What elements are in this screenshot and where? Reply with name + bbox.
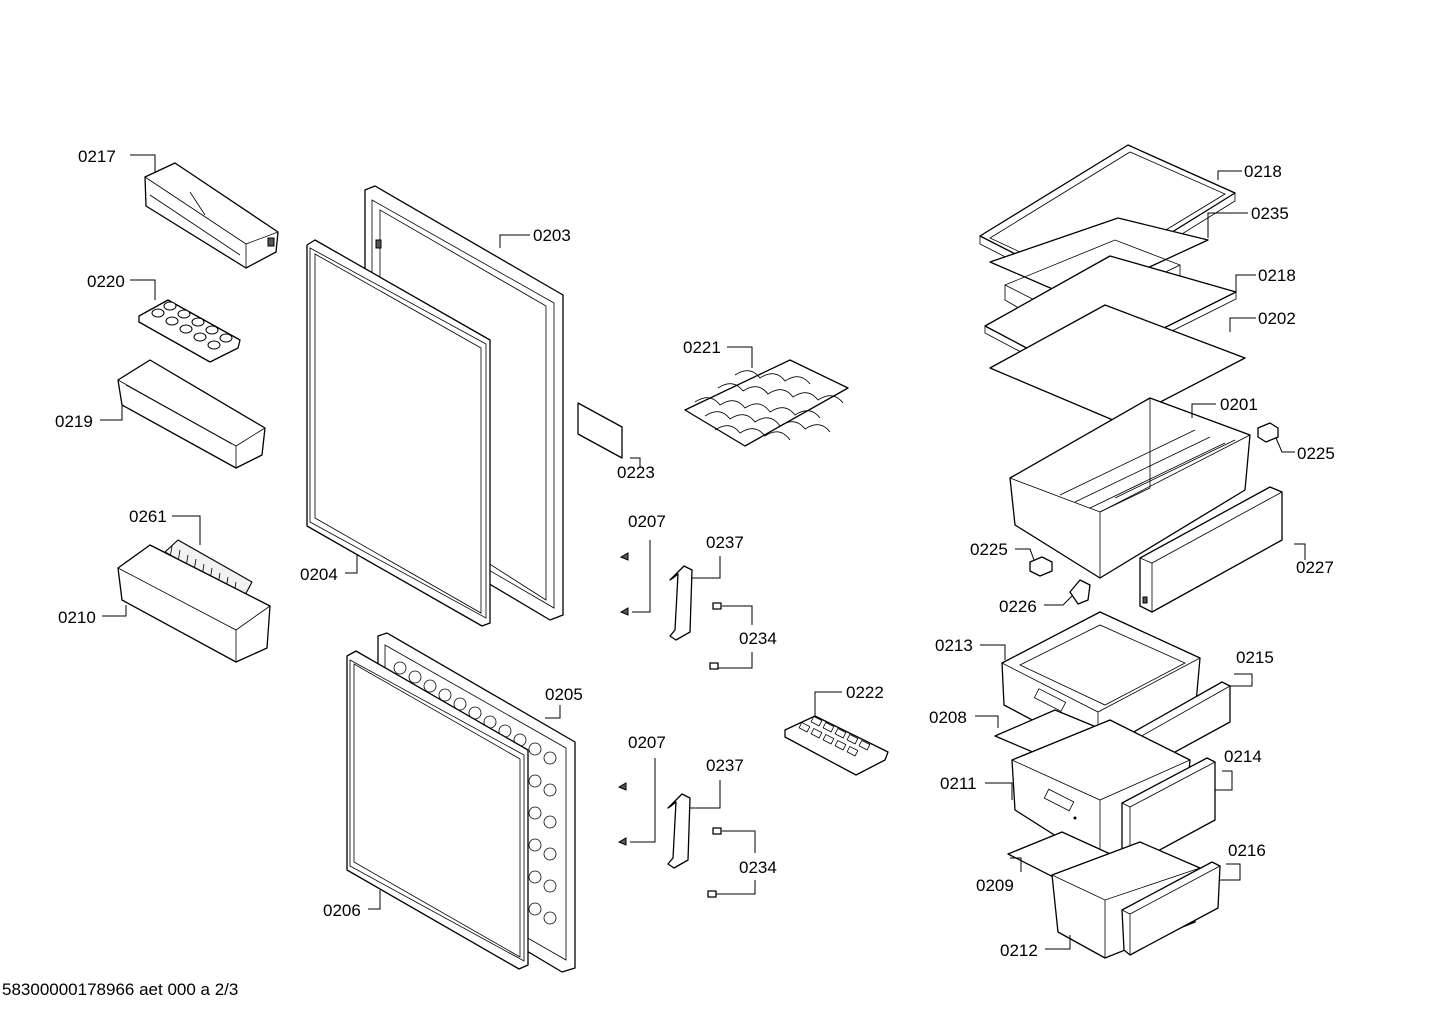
label-0218-upper: 0218: [1244, 162, 1282, 181]
part-0210-bottle-bin: [117, 544, 271, 663]
document-reference: 58300000178966 aet 000 a 2/3: [2, 980, 239, 999]
part-0202-glass-plate: [989, 304, 1246, 424]
part-0207-screw-upper: [619, 552, 629, 616]
part-0216-drawer-front-bottom: [1121, 861, 1221, 956]
label-0219: 0219: [55, 412, 93, 431]
label-0226: 0226: [999, 597, 1037, 616]
label-0222: 0222: [846, 683, 884, 702]
label-0234-lower: 0234: [739, 858, 777, 877]
part-0235-shelf-frame: [989, 217, 1209, 339]
label-0237-lower: 0237: [706, 756, 744, 775]
part-0207-screw-lower: [617, 782, 627, 846]
label-0203: 0203: [533, 226, 571, 245]
part-0237-handle-upper: [669, 565, 693, 641]
part-0206-freezer-door-gasket: [346, 650, 529, 970]
part-0234-clip-lower: [707, 827, 722, 898]
part-0225-clip-lower: [1029, 556, 1053, 577]
label-0221: 0221: [683, 338, 721, 357]
label-0216: 0216: [1228, 841, 1266, 860]
label-0208: 0208: [929, 708, 967, 727]
label-0220: 0220: [87, 272, 125, 291]
label-0207-upper: 0207: [628, 512, 666, 531]
part-0204-fridge-door-gasket: [306, 239, 491, 627]
label-0215: 0215: [1236, 648, 1274, 667]
label-0214: 0214: [1224, 747, 1262, 766]
label-0225-upper: 0225: [1297, 444, 1335, 463]
label-0207-lower: 0207: [628, 733, 666, 752]
label-0201: 0201: [1220, 395, 1258, 414]
label-0206: 0206: [323, 901, 361, 920]
part-0237-handle-lower: [667, 793, 691, 869]
part-0221-wine-rack: [684, 359, 849, 447]
label-0237-upper: 0237: [706, 533, 744, 552]
part-0227-crisper-front: [1139, 486, 1283, 613]
label-0210: 0210: [58, 608, 96, 627]
label-0204: 0204: [300, 565, 338, 584]
part-0220-egg-tray: [138, 299, 241, 363]
label-0202: 0202: [1258, 309, 1296, 328]
label-0261: 0261: [129, 507, 167, 526]
part-0234-clip-upper: [709, 602, 722, 670]
part-0217-butter-compartment: [144, 162, 279, 269]
label-0211: 0211: [940, 774, 977, 793]
part-0201-crisper-drawer: [1009, 397, 1251, 579]
part-0225-clip-upper: [1257, 422, 1279, 443]
label-0217: 0217: [78, 147, 116, 166]
label-0225-lower: 0225: [970, 540, 1008, 559]
part-0226-slider: [1069, 579, 1091, 605]
label-0218-lower: 0218: [1258, 266, 1296, 285]
part-0219-door-bin: [117, 359, 266, 469]
part-0222-ice-cube-tray: [784, 715, 889, 776]
label-0223: 0223: [617, 463, 655, 482]
label-0209: 0209: [976, 876, 1014, 895]
label-0212: 0212: [1000, 941, 1038, 960]
part-0223-label-card: [577, 402, 623, 459]
label-0235: 0235: [1251, 204, 1289, 223]
label-0227: 0227: [1296, 558, 1334, 577]
label-0234-upper: 0234: [739, 629, 777, 648]
label-0213: 0213: [935, 636, 973, 655]
label-0205: 0205: [545, 685, 583, 704]
